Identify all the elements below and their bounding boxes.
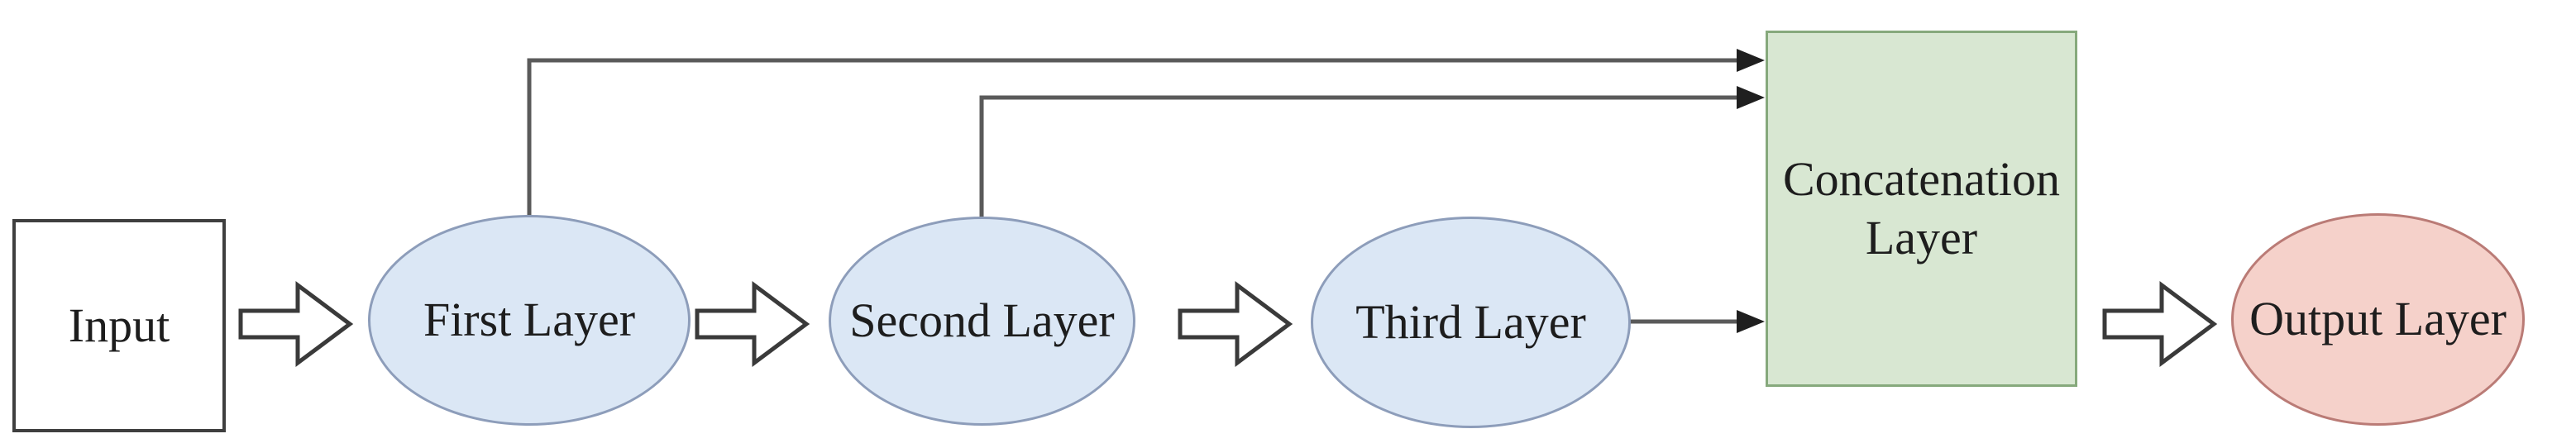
input-node: Input <box>12 219 226 432</box>
second-layer-label: Second Layer <box>849 293 1115 348</box>
input-node-label: Input <box>68 298 170 352</box>
second-layer-node: Second Layer <box>829 217 1135 426</box>
block-arrow-first-to-second-icon <box>695 281 810 367</box>
skip-connection-first-arrowhead-icon <box>1737 49 1765 72</box>
third-to-concat-arrowhead-icon <box>1737 310 1765 333</box>
first-layer-node: First Layer <box>368 215 691 426</box>
skip-connection-second-arrowhead-icon <box>1737 86 1765 109</box>
block-arrow-concat-to-output-icon <box>2102 281 2218 367</box>
output-layer-node: Output Layer <box>2231 213 2525 426</box>
concatenation-layer-node: Concatenation Layer <box>1766 31 2077 387</box>
third-layer-node: Third Layer <box>1311 217 1631 428</box>
first-layer-label: First Layer <box>423 293 636 347</box>
skip-connection-first-to-concat-line <box>527 58 1737 217</box>
skip-connection-second-to-concat-line <box>979 95 1737 218</box>
block-arrow-second-to-third-icon <box>1178 281 1293 367</box>
third-layer-label: Third Layer <box>1355 294 1586 349</box>
concatenation-layer-label: Concatenation Layer <box>1782 151 2060 265</box>
output-layer-label: Output Layer <box>2249 292 2507 346</box>
block-arrow-input-to-first-icon <box>238 281 354 367</box>
